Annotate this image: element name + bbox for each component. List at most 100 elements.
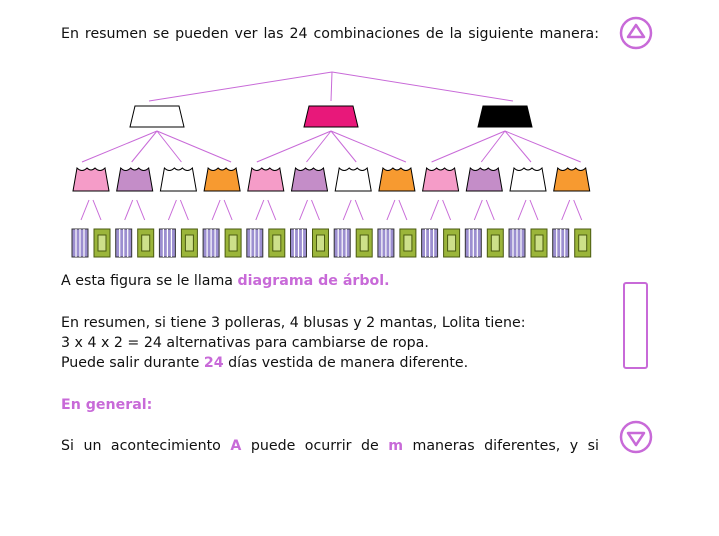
tree-branch [167, 199, 177, 221]
tree-branch [442, 199, 452, 221]
blanket-striped-purple [246, 228, 264, 258]
triangle-down-circle-icon [619, 420, 653, 454]
tree-branch [306, 130, 332, 163]
general-text-3: maneras diferentes, y si [403, 438, 599, 454]
blouse-white [509, 166, 547, 192]
m-variable: m [388, 438, 403, 454]
tree-branch [331, 71, 514, 102]
tree-branch [179, 199, 189, 221]
tree-branch [504, 130, 532, 163]
intro-paragraph: En resumen se pueden ver las 24 combinac… [61, 24, 599, 45]
tree-branch [148, 71, 333, 102]
summary-line-3: Puede salir durante 24 días vestida de m… [61, 353, 599, 374]
blanket-striped-purple [71, 228, 89, 258]
summary-line-3-prefix: Puede salir durante [61, 355, 204, 371]
tree-branch [517, 199, 527, 221]
tree-branch [256, 130, 332, 163]
tree-branch [255, 199, 265, 221]
blanket-striped-purple [508, 228, 526, 258]
blanket-green-framed [224, 228, 242, 258]
blouse-purple [116, 166, 154, 192]
tree-branch [131, 130, 158, 163]
tree-branch [330, 71, 333, 102]
blanket-green-framed [443, 228, 461, 258]
tree-branch [267, 199, 277, 221]
tree-diagram [71, 71, 592, 258]
scroll-down-button[interactable] [619, 420, 653, 454]
days-count: 24 [203, 355, 224, 371]
tree-branch [431, 130, 506, 163]
tree-branch [504, 130, 581, 163]
tree-branch [573, 199, 583, 221]
tree-branch [330, 130, 357, 163]
tree-branch [299, 199, 308, 221]
tree-branch [156, 130, 182, 163]
skirt-white [129, 105, 185, 128]
blouse-purple [290, 166, 329, 192]
blanket-green-framed [574, 228, 592, 258]
skirt-magenta [303, 105, 359, 128]
tree-branch [386, 199, 396, 221]
blanket-green-framed [312, 228, 329, 258]
tree-branch [561, 199, 571, 221]
blouse-orange [378, 166, 416, 192]
blouse-purple [465, 166, 503, 192]
tree-branch [124, 199, 134, 221]
general-text-2: puede ocurrir de [241, 438, 389, 454]
tree-branch [92, 199, 102, 221]
blanket-green-framed [399, 228, 417, 258]
tree-branch [136, 199, 146, 221]
tree-branch [223, 199, 233, 221]
blanket-striped-purple [377, 228, 395, 258]
blouse-pink [422, 166, 460, 192]
event-variable: A [230, 438, 242, 454]
blanket-striped-purple [421, 228, 439, 258]
blanket-green-framed [137, 228, 155, 258]
tree-branch [330, 130, 407, 163]
general-paragraph: Si un acontecimiento A puede ocurrir de … [61, 436, 599, 457]
blanket-striped-purple [115, 228, 133, 258]
blouse-orange [203, 166, 241, 192]
tree-branch [342, 199, 352, 221]
summary-line-1-text: En resumen, si tiene 3 polleras, 4 blusa… [61, 315, 526, 331]
blanket-striped-purple [464, 228, 482, 258]
blouse-white [159, 166, 197, 192]
tree-branch [311, 199, 320, 221]
tree-branch [473, 199, 483, 221]
scroll-up-button[interactable] [619, 16, 653, 50]
figure-name: diagrama de árbol. [237, 273, 390, 289]
skirt-black [477, 105, 533, 128]
scrollbar-thumb[interactable] [623, 282, 648, 369]
blanket-green-framed [93, 228, 111, 258]
blanket-striped-purple [333, 228, 351, 258]
blanket-green-framed [486, 228, 504, 258]
blanket-green-framed [530, 228, 548, 258]
blouse-pink [72, 166, 110, 192]
blanket-striped-purple [158, 228, 176, 258]
summary-line-2: 3 x 4 x 2 = 24 alternativas para cambiar… [61, 333, 599, 354]
tree-branch [211, 199, 221, 221]
summary-line-2-text: 3 x 4 x 2 = 24 alternativas para cambiar… [61, 335, 429, 351]
blanket-striped-purple [290, 228, 307, 258]
tree-branch [480, 130, 506, 163]
blanket-green-framed [268, 228, 286, 258]
tree-branch [485, 199, 495, 221]
tree-branch [80, 199, 90, 221]
triangle-up-circle-icon [619, 16, 653, 50]
figure-caption: A esta figura se le llama diagrama de ár… [61, 271, 599, 292]
blouse-orange [553, 166, 591, 192]
general-heading: En general: [61, 395, 599, 416]
tree-branch [81, 130, 158, 163]
general-text-1: Si un acontecimiento [61, 438, 231, 454]
intro-text: En resumen se pueden ver las 24 combinac… [61, 26, 599, 42]
blouse-white [334, 166, 372, 192]
tree-branch [529, 199, 539, 221]
tree-branch [430, 199, 440, 221]
blanket-striped-purple [202, 228, 220, 258]
general-heading-text: En general: [61, 397, 153, 413]
tree-branch [156, 130, 232, 163]
figure-caption-text: A esta figura se le llama [61, 273, 238, 289]
tree-branch [354, 199, 364, 221]
blouse-pink [247, 166, 285, 192]
tree-branch [398, 199, 408, 221]
